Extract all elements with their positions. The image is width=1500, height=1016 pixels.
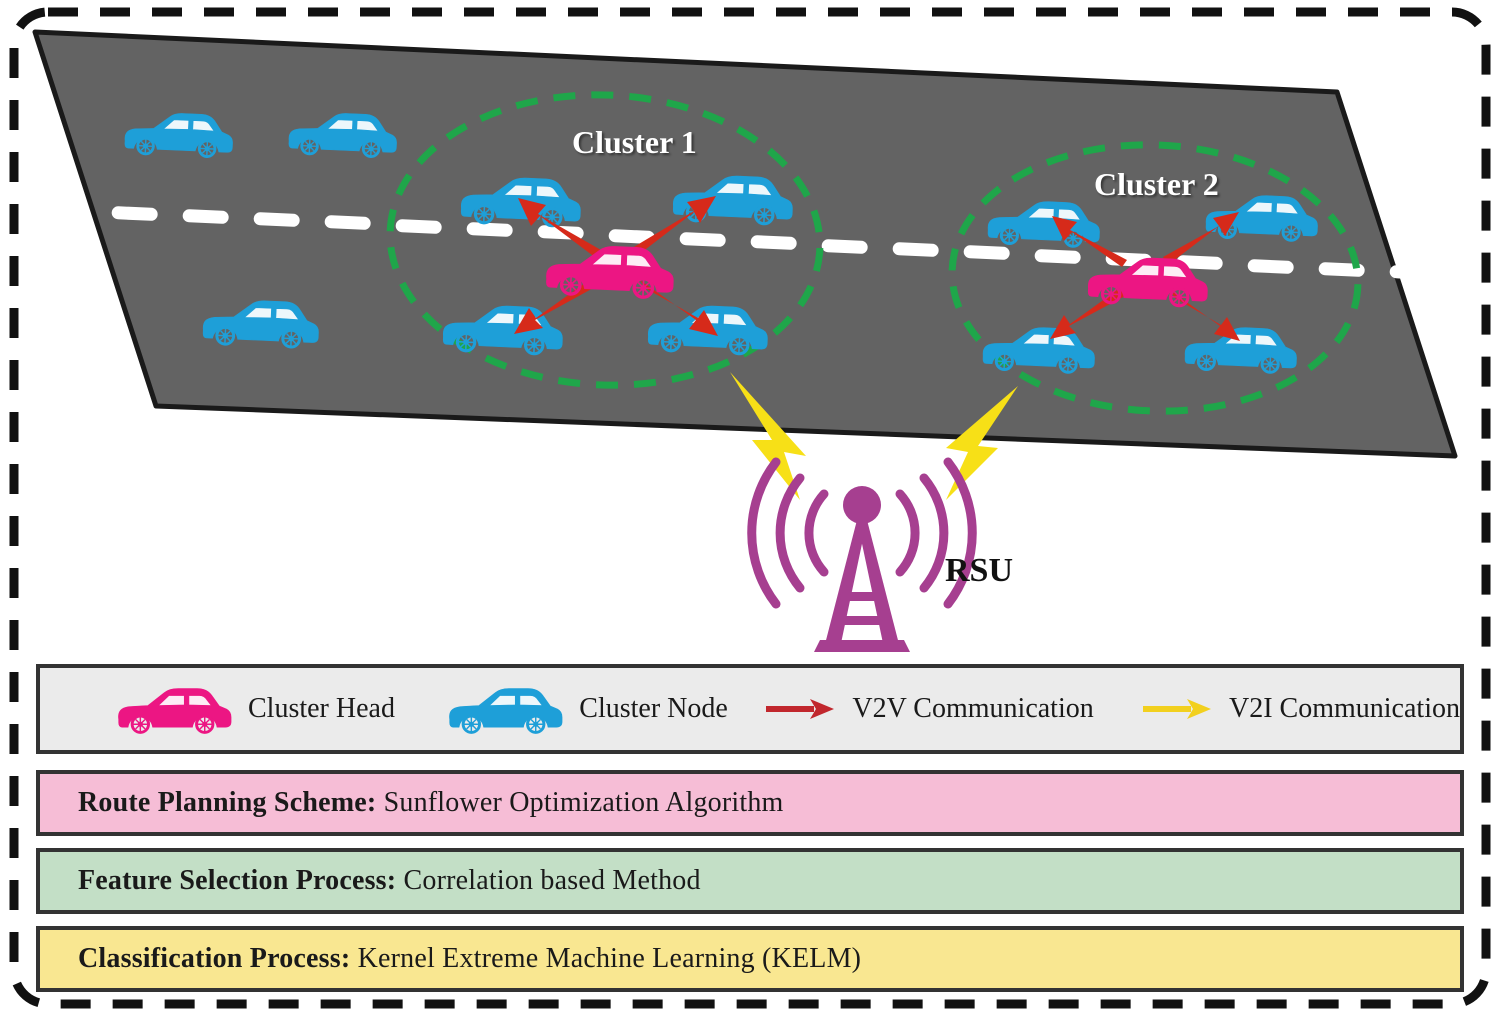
legend-item-cluster-node: Cluster Node bbox=[445, 684, 728, 734]
v2i-bolt-right bbox=[946, 386, 1018, 500]
classification-value: Kernel Extreme Machine Learning (KELM) bbox=[357, 943, 862, 974]
feature-selection-panel: Feature Selection Process: Correlation b… bbox=[36, 848, 1464, 914]
classification-panel: Classification Process: Kernel Extreme M… bbox=[36, 926, 1464, 992]
route-planning-text: Route Planning Scheme: Sunflower Optimiz… bbox=[40, 787, 784, 819]
legend-label-v2v: V2V Communication bbox=[852, 693, 1094, 724]
legend-label-cluster-node: Cluster Node bbox=[579, 693, 728, 724]
classification-text: Classification Process: Kernel Extreme M… bbox=[40, 943, 861, 975]
lane-markings bbox=[111, 206, 1436, 280]
route-planning-panel: Route Planning Scheme: Sunflower Optimiz… bbox=[36, 770, 1464, 836]
cluster-1-group bbox=[441, 171, 796, 357]
cluster-2-label: Cluster 2 bbox=[1094, 166, 1219, 202]
route-planning-title: Route Planning Scheme: bbox=[78, 787, 377, 818]
legend-item-cluster-head: Cluster Head bbox=[114, 684, 395, 734]
legend-panel: Cluster Head Cluster Node V2V Communicat… bbox=[36, 664, 1464, 754]
rsu-tower bbox=[747, 457, 977, 609]
classification-title: Classification Process: bbox=[78, 943, 351, 974]
legend-item-v2i: V2I Communication bbox=[1141, 693, 1460, 725]
arrow-right-icon bbox=[766, 699, 835, 719]
cluster-2-ellipse bbox=[948, 141, 1362, 415]
feature-selection-title: Feature Selection Process: bbox=[78, 865, 397, 896]
outer-dashed-border bbox=[9, 7, 1491, 1009]
legend-label-v2i: V2I Communication bbox=[1229, 693, 1460, 724]
car-icon bbox=[117, 687, 233, 734]
arrow-right-icon bbox=[1143, 699, 1211, 719]
feature-selection-value: Correlation based Method bbox=[403, 865, 701, 896]
cluster-1-ellipse bbox=[386, 91, 824, 389]
cluster-2-group bbox=[980, 191, 1321, 375]
feature-selection-text: Feature Selection Process: Correlation b… bbox=[40, 865, 701, 897]
v2i-bolt-left bbox=[730, 372, 806, 500]
rsu-label: RSU bbox=[945, 552, 1014, 589]
legend-item-v2v: V2V Communication bbox=[764, 693, 1094, 725]
car-icon bbox=[448, 687, 564, 734]
legend-label-cluster-head: Cluster Head bbox=[248, 693, 395, 724]
route-planning-value: Sunflower Optimization Algorithm bbox=[383, 787, 784, 818]
rsu-mast bbox=[814, 486, 910, 652]
cluster-1-label: Cluster 1 bbox=[572, 124, 697, 160]
